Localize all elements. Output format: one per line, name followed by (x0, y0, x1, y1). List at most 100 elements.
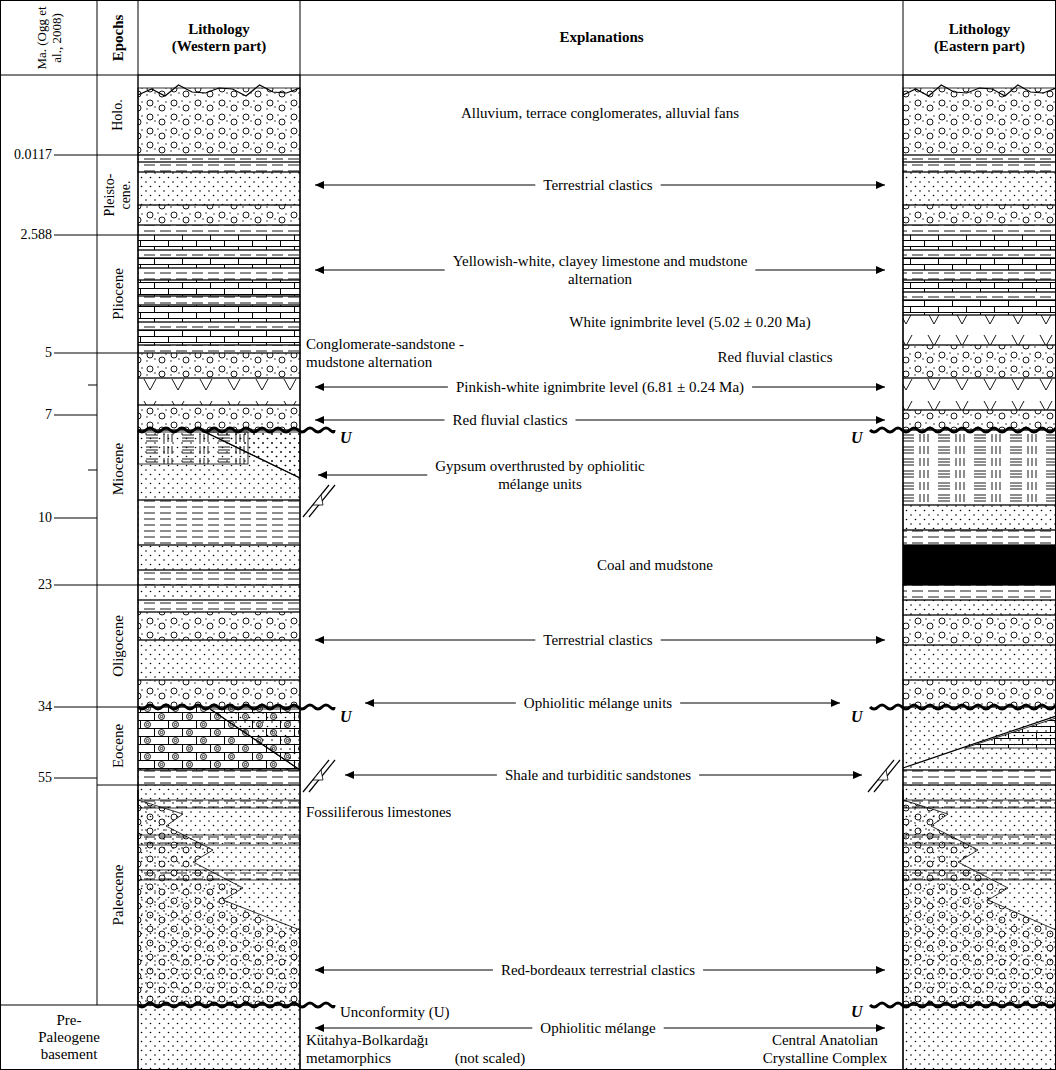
lithology-layer (138, 545, 300, 570)
unconformity-line (870, 428, 1056, 432)
thrust-symbol (309, 485, 335, 517)
explanation-text: Red-bordeaux terrestrial clastics (458, 961, 738, 979)
table-line (138, 0, 139, 1070)
lithology-layer (903, 505, 1056, 530)
conglomerate-tongue (138, 790, 300, 1005)
leader-arrow (680, 703, 840, 704)
age-tick (54, 585, 97, 586)
lithology-layer (138, 305, 300, 322)
lithology-layer (903, 615, 1056, 645)
lithology-layer (138, 225, 300, 235)
alluvium-surface (903, 85, 1056, 96)
leader-arrow (318, 475, 427, 476)
lithology-layer (138, 250, 300, 258)
explanation-text: Ophiolitic mélange (498, 1019, 698, 1037)
thrust-symbol (313, 495, 323, 505)
leader-arrow (315, 1028, 532, 1029)
thrust-symbol (868, 760, 894, 792)
shale-layer (138, 800, 300, 808)
leader-arrow (699, 775, 862, 776)
conglomerate-tongue (903, 790, 1056, 1005)
lithology-layer (903, 680, 1056, 707)
leader-arrow (315, 420, 445, 421)
explanation-text: Central Anatolian Crystalline Complex (750, 1031, 900, 1067)
arrow-head (315, 181, 324, 189)
leader-arrow (664, 1028, 885, 1029)
unconformity-line (138, 428, 334, 432)
unconformity-mark: U (851, 429, 871, 447)
lithology-layer (138, 378, 300, 405)
lithology-layer (138, 268, 300, 280)
cell-text: Paleocene (109, 788, 126, 1002)
melange-wedge (210, 709, 300, 770)
unconformity-line (138, 705, 334, 709)
alluvium-surface (138, 85, 300, 96)
epoch-cell: Pleisto- cene. (97, 155, 138, 235)
age-value: 23 (2, 576, 52, 594)
lithology-layer (138, 172, 300, 205)
table-line (300, 0, 301, 1070)
lithology-layer (903, 172, 1056, 205)
epoch-cell: Pre- Paleogene basement (0, 1005, 138, 1070)
leader-arrow (575, 420, 885, 421)
arrow-head (365, 699, 374, 707)
leader-arrow (752, 387, 885, 388)
lithology-layer (903, 205, 1056, 225)
leader-arrow (365, 703, 516, 704)
table-line (97, 155, 138, 156)
unconformity-line (870, 1003, 1056, 1007)
explanation-text: Fossiliferous limestones (306, 803, 506, 821)
lithology-layer (903, 378, 1056, 410)
thrust-symbol (874, 760, 900, 792)
arrow-head (345, 771, 354, 779)
thrust-symbol (878, 770, 888, 780)
lithology-layer (903, 345, 1056, 378)
lithology-layer (138, 280, 300, 296)
lithology-layer (903, 585, 1056, 600)
lithology-layer (903, 250, 1056, 258)
arrow-head (876, 181, 885, 189)
explanation-header: Explanations (300, 0, 903, 75)
arrow-head (315, 636, 324, 644)
arrow-head (876, 966, 885, 974)
lithology-layer (903, 545, 1056, 585)
lithology-layer (903, 280, 1056, 292)
thrust-fault (210, 709, 300, 770)
age-header: Ma. (Ogg et al., 2008) (0, 0, 97, 75)
lithology-layer (138, 640, 300, 680)
lithology-layer (138, 155, 300, 162)
age-tick (88, 470, 97, 471)
lithology-layer (138, 405, 300, 430)
table-line (97, 707, 138, 708)
explanation-text: (not scaled) (430, 1049, 550, 1067)
explanation-text: Unconformity (U) (340, 1003, 500, 1021)
lithology-layer (903, 258, 1056, 270)
thrust-symbol (303, 485, 329, 517)
arrow-head (876, 383, 885, 391)
lithology-layer (903, 430, 1056, 505)
lithology-layer (138, 770, 300, 785)
cell-text: Lithology (Western part) (159, 21, 279, 55)
lithology-layer (138, 600, 300, 612)
lithology-header: Lithology (Western part) (138, 0, 300, 75)
lithology-layer (903, 162, 1056, 172)
leader-arrow (703, 970, 885, 971)
cell-text: Epochs (109, 3, 126, 72)
arrow-head (853, 771, 862, 779)
table-line (97, 785, 138, 786)
age-tick (54, 235, 97, 236)
table-line (0, 1005, 138, 1006)
age-tick (54, 353, 97, 354)
explanation-text: White ignimbrite level (5.02 ± 0.20 Ma) (490, 313, 890, 331)
arrow-head (876, 636, 885, 644)
lithology-layer (903, 235, 1056, 250)
lithology-layer (138, 1005, 300, 1070)
epoch-cell: Miocene (97, 353, 138, 585)
age-value: 0.0117 (2, 146, 52, 164)
lithology-layer (138, 500, 300, 545)
age-value: 10 (2, 509, 52, 527)
arrow-head (315, 266, 324, 274)
lithology-layer (138, 680, 300, 707)
cell-text: Pre- Paleogene basement (27, 1012, 111, 1063)
